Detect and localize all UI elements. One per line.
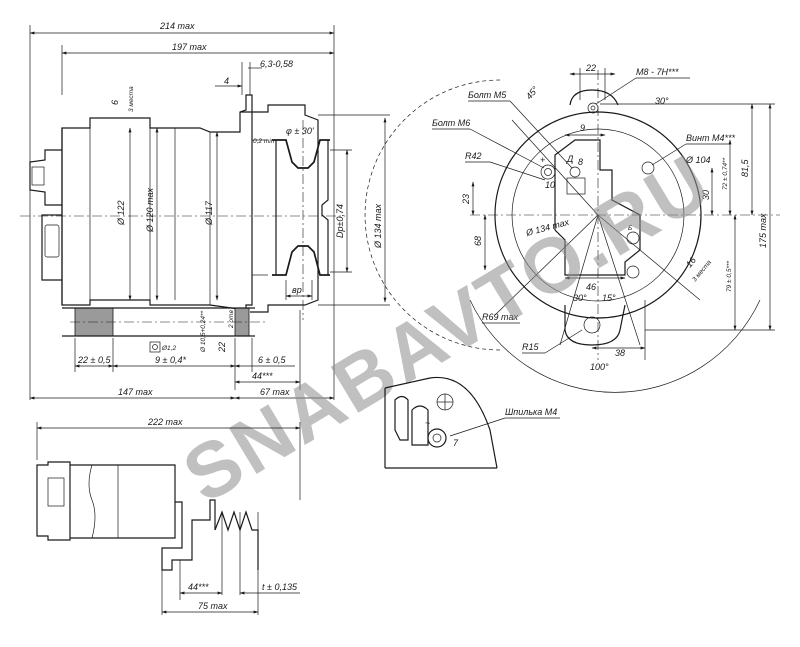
dim-10: 10 — [545, 180, 555, 190]
label-stud-m4: Шпилька М4 — [505, 407, 557, 417]
pulley-top — [272, 139, 330, 169]
dim-44-bottom: 44*** — [188, 582, 209, 592]
dim-30-vert: 30 — [701, 190, 711, 200]
dim-175: 175 max — [758, 213, 768, 248]
dim-72: 72 ± 0,74** — [722, 157, 729, 190]
dim-t: t ± 0,135 — [262, 582, 298, 592]
dim-214: 214 max — [159, 21, 195, 31]
dim-d120: Ø 120 max — [145, 187, 155, 233]
dim-81-5: 81,5 — [740, 158, 750, 177]
dim-22: 22 — [585, 63, 596, 73]
dim-100deg: 100° — [590, 362, 609, 372]
dim-22-vert: 22 — [217, 342, 227, 353]
bottom-end-cap — [36, 461, 71, 541]
dim-22-05: 22 ± 0,5 — [77, 355, 111, 365]
dim-147: 147 max — [118, 387, 153, 397]
dim-197: 197 max — [172, 42, 207, 52]
dim-9: 9 — [580, 123, 585, 133]
dim-d122: Ø 122 — [116, 200, 126, 226]
front-view: 214 max 197 max 6,3-0,58 4 6 3 места 0,2 — [20, 21, 390, 400]
rear-cap — [41, 214, 62, 281]
label-bolt-m5: Болт М5 — [468, 90, 507, 100]
mark-plus: + — [540, 155, 545, 165]
top-lug — [569, 89, 619, 106]
dim-6: 6 — [110, 100, 120, 105]
front-flange — [240, 104, 319, 313]
dim-4: 4 — [224, 76, 229, 86]
dim-6-3: 6,3-0,58 — [260, 59, 293, 69]
dim-d10-5: Ø 10,5+0,24** — [200, 311, 207, 353]
detail-stud-m4 — [427, 428, 447, 448]
ground-mark: Ø1,2 — [161, 345, 176, 352]
dim-d134: Ø 134 max — [373, 203, 383, 249]
dim-0-2: 0,2 min — [253, 138, 275, 145]
dim-d117: Ø 117 — [204, 200, 214, 226]
dim-46: 46 — [586, 282, 596, 292]
vint-m4-screw — [641, 161, 655, 175]
dim-38: 38 — [615, 348, 625, 358]
dim-68: 68 — [473, 236, 483, 246]
dim-16: 16 — [684, 255, 698, 269]
dim-23: 23 — [461, 194, 471, 205]
detail-view: ~ 7 Шпилька М4 — [384, 376, 560, 469]
bottom-hole — [583, 316, 601, 334]
bottom-view: 222 max 44*** t ± 0,135 75 max — [36, 417, 301, 615]
label-m8: М8 - 7Н*** — [636, 67, 679, 77]
bottom-flange — [161, 499, 216, 571]
dim-75: 75 max — [198, 601, 228, 611]
top-hole — [587, 102, 599, 114]
mark-d: Д — [566, 154, 574, 164]
label-r42: R42 — [465, 151, 482, 161]
dim-30deg-bottom: 30° — [573, 293, 587, 303]
label-r15: R15 — [522, 342, 540, 352]
bottom-lug — [564, 304, 626, 346]
detail-dim-7: 7 — [453, 438, 459, 448]
stud-lower — [626, 265, 640, 279]
bottom-pulley — [214, 510, 259, 570]
detail-wave: ~ — [425, 418, 430, 428]
dim-45deg: 45° — [524, 84, 541, 101]
detail-outline — [384, 376, 498, 469]
pulley-bottom — [272, 245, 330, 276]
mark-b: Б — [628, 225, 632, 232]
label-vint-m4: Винт М4*** — [686, 133, 735, 143]
dim-15deg: 15° — [602, 293, 616, 303]
label-bolt-m6: Болт М6 — [432, 118, 470, 128]
dim-6-note: 3 места — [128, 86, 135, 112]
label-d104: Ø 104 — [685, 155, 711, 165]
dim-2-holes: 2 отв — [228, 310, 235, 329]
label-r69: R69 max — [482, 312, 519, 322]
dim-phi: φ ± 30' — [286, 126, 314, 136]
dim-222: 222 max — [147, 417, 183, 427]
dim-vr: вр — [292, 285, 302, 295]
dim-8: 8 — [578, 157, 583, 167]
dim-67: 67 max — [260, 387, 290, 397]
regulator-block — [554, 139, 641, 276]
rear-terminal — [29, 149, 62, 206]
dim-6-05: 6 ± 0,5 — [258, 355, 286, 365]
housing-outline — [61, 94, 253, 311]
dim-79: 79 ± 0,5*** — [726, 260, 733, 292]
dim-9-04: 9 ± 0,4* — [155, 355, 186, 365]
dim-30deg-top: 30° — [655, 96, 669, 106]
dim-dp: Dp±0,74 — [335, 204, 345, 238]
bolt-m6-terminal — [540, 164, 556, 180]
dim-44: 44*** — [252, 371, 273, 381]
bolt-m5-terminal — [569, 166, 581, 178]
